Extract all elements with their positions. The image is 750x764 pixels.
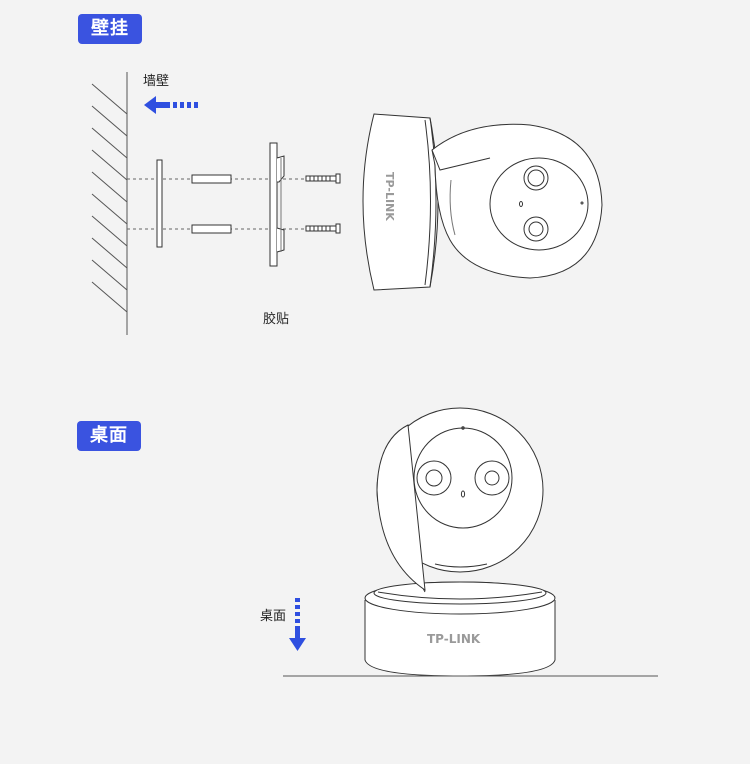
desk-surface-label: 桌面 (260, 609, 287, 624)
section-title-desktop: 桌面 (77, 421, 141, 451)
camera-head-front (376, 407, 544, 593)
adhesive-tape-label: 胶贴 (263, 312, 290, 327)
brand-logo-front: TP-LINK (427, 632, 481, 646)
arrow-down-icon (289, 598, 306, 651)
section-title-wall-mount: 壁挂 (78, 14, 142, 44)
camera-base-side (362, 113, 439, 291)
arrow-left-icon (144, 96, 198, 114)
camera-head-side (431, 123, 603, 279)
screw-top (305, 173, 341, 184)
screw-bottom (305, 223, 341, 234)
camera-base-front (364, 581, 556, 677)
wall-hatching (91, 72, 128, 335)
brand-logo-side: TP-LINK (383, 172, 396, 221)
wall-anchor-bottom (191, 224, 232, 234)
mounting-bracket (269, 142, 285, 267)
wall-label: 墙壁 (143, 74, 170, 89)
adhesive-sheet (156, 159, 163, 248)
wall-anchor-top (191, 174, 232, 184)
